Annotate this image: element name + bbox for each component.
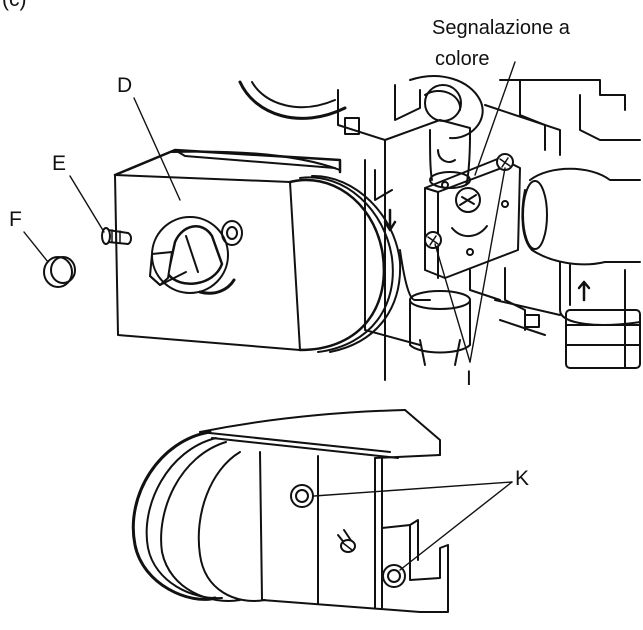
leader-lines-upper xyxy=(23,61,516,363)
label-e: E xyxy=(52,152,67,175)
leader-lines-lower xyxy=(313,481,513,571)
panel-tag: (c) xyxy=(2,0,27,12)
label-d: D xyxy=(117,74,133,97)
label-signal-line1: Segnalazione a xyxy=(432,17,570,39)
actuator-cover-d xyxy=(113,148,402,353)
label-k: K xyxy=(515,467,530,490)
valve-body xyxy=(238,75,641,381)
screw-e xyxy=(101,227,132,245)
cap-f xyxy=(43,256,76,288)
label-f: F xyxy=(9,208,22,231)
label-signal-line2: colore xyxy=(435,48,490,70)
label-i: I xyxy=(466,367,472,390)
lower-detail xyxy=(131,409,449,613)
